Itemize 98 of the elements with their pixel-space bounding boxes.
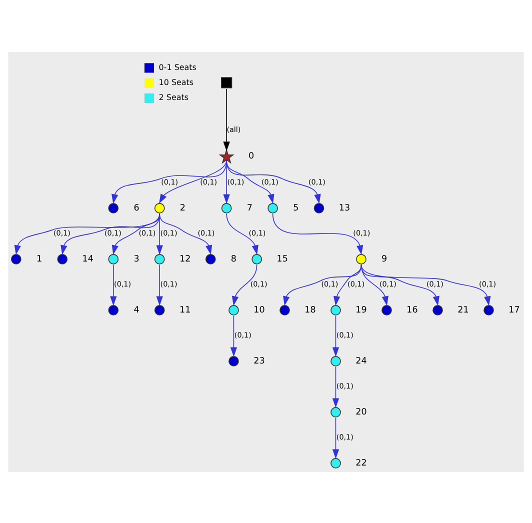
node-label: 12 (180, 254, 191, 264)
edge-label: (0,1) (308, 176, 326, 186)
node-circle (108, 304, 119, 315)
node-circle (10, 254, 22, 264)
edge-label: (0,1) (200, 176, 218, 186)
arrow (283, 264, 362, 306)
node-label: 16 (406, 304, 418, 315)
edge-label: (0,1) (250, 278, 268, 288)
node-label: 2 (180, 202, 186, 213)
node-circle (108, 254, 119, 264)
edge-label: (0,1) (198, 228, 215, 237)
arrow (156, 212, 163, 254)
edge-label: (0,1) (336, 330, 354, 339)
edge-label: (0,1) (234, 330, 252, 339)
edge-label: (0,1) (53, 228, 70, 237)
node-circle (228, 356, 239, 366)
arrow (60, 212, 160, 254)
arrow (334, 264, 362, 306)
node-circle (154, 254, 165, 264)
arrow (14, 212, 160, 254)
node-circle (330, 458, 341, 468)
node-circle (382, 304, 392, 315)
arrow (332, 416, 340, 458)
node-circle (356, 254, 366, 264)
node-label: 14 (82, 254, 94, 264)
arrow (230, 314, 238, 356)
node-label: 8 (230, 254, 237, 264)
arrow (332, 366, 340, 408)
node-label: 9 (382, 254, 388, 264)
node-label: 22 (356, 458, 367, 468)
node-label: 7 (246, 202, 252, 213)
node-box (220, 76, 232, 88)
edge-label: (0,1) (262, 176, 278, 186)
edge-label: (0,1) (161, 176, 178, 186)
node-circle (330, 406, 341, 417)
edge-label: (0,1) (336, 432, 354, 441)
arrow (226, 159, 321, 204)
edge-label: (0,1) (379, 278, 396, 288)
arrow (272, 212, 364, 254)
node-label: 3 (134, 254, 140, 264)
arrow (112, 212, 160, 254)
arrow (223, 88, 230, 151)
node-label: 24 (356, 356, 367, 366)
node-label: 11 (180, 304, 191, 315)
node-circle (330, 304, 341, 315)
node-label: 10 (254, 304, 265, 315)
node-label: 23 (254, 356, 265, 366)
edge-label: (0,1) (426, 278, 444, 288)
node-label: 19 (356, 304, 367, 315)
edge-label: (0,1) (321, 278, 338, 288)
legend-label: 10 Seats (158, 78, 194, 87)
arrow (332, 314, 340, 356)
node-circle (330, 356, 341, 366)
node-label: 15 (276, 254, 288, 264)
node-circle (154, 304, 165, 315)
legend-label: 2 Seats (158, 92, 188, 102)
node-label: 21 (458, 304, 469, 315)
node-circle (221, 202, 232, 213)
edge-label: (0,1) (138, 228, 156, 237)
node-label: 1 (36, 254, 42, 264)
arrow (156, 264, 163, 306)
node-circle (268, 202, 278, 213)
edge-label: (0,1) (160, 278, 178, 288)
edge-label: (0,1) (227, 176, 244, 186)
node-label: 18 (304, 304, 316, 315)
arrow (110, 264, 117, 306)
edge-label: (0,1) (479, 278, 496, 288)
node-circle (314, 202, 324, 213)
arrow (360, 264, 491, 306)
node-label: 17 (508, 304, 520, 315)
arrow (232, 264, 258, 306)
node-circle (205, 254, 216, 264)
node-circle (154, 202, 165, 213)
node-circle (228, 304, 239, 315)
edge-label: (0,1) (160, 228, 178, 237)
edge-label: (0,1) (353, 228, 370, 237)
node-label: 6 (134, 202, 140, 213)
legend-label: 0-1 Seats (158, 62, 196, 72)
node-label: 0 (248, 151, 254, 162)
node-label: 4 (134, 304, 140, 315)
node-label: 13 (338, 202, 350, 213)
arrow (226, 212, 258, 254)
arrow (159, 212, 212, 254)
edge-label: (0,1) (336, 380, 354, 390)
node-circle (280, 304, 290, 315)
node-label: 20 (356, 406, 367, 417)
edge-label: (all) (226, 124, 241, 134)
edge-label: (0,1) (114, 278, 132, 288)
node-star (218, 148, 234, 164)
node-circle (57, 254, 68, 264)
edge-label: (0,1) (104, 228, 122, 237)
node-circle (432, 304, 443, 315)
node-circle (108, 202, 119, 213)
node-label: 5 (293, 202, 299, 213)
node-circle (252, 254, 262, 264)
edge-label: (0,1) (248, 228, 266, 237)
edge-label: (0,1) (348, 278, 365, 288)
node-circle (484, 304, 494, 315)
